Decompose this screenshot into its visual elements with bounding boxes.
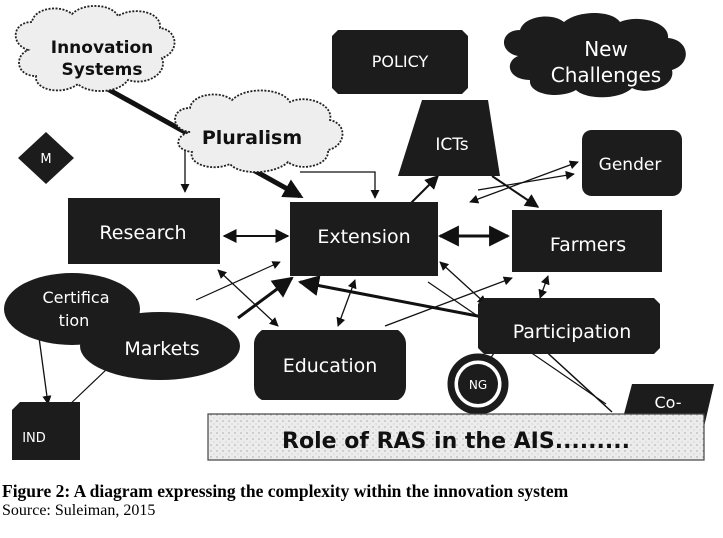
ind-label: IND — [22, 431, 46, 446]
pluralism-cloud: Pluralism — [174, 89, 344, 173]
m-label: M — [40, 152, 51, 167]
figure-title: Figure 2: A diagram expressing the compl… — [2, 481, 569, 501]
policy-label: POLICY — [372, 52, 429, 71]
extension-label: Extension — [317, 226, 410, 248]
arrow-pluralism-to-extension — [300, 171, 380, 199]
m-diamond: M — [18, 132, 74, 184]
innovation-systems-cloud: Innovation Systems — [14, 5, 176, 92]
pluralism-label: Pluralism — [202, 127, 302, 149]
certification-label-2: tion — [59, 311, 90, 330]
ras-banner-label: Role of RAS in the AIS......... — [282, 429, 630, 454]
farmers-box: Farmers — [512, 210, 662, 272]
icts-label: ICTs — [435, 135, 468, 155]
participation-box: Participation — [478, 298, 660, 354]
arrow-participation-extension — [297, 275, 489, 320]
policy-box: POLICY — [332, 30, 468, 94]
arrow-certification-ind — [37, 329, 52, 405]
gender-label: Gender — [599, 155, 662, 175]
education-label: Education — [283, 355, 378, 377]
connectors — [37, 79, 613, 413]
line-markets-ind — [65, 367, 109, 409]
arrow-extension-education — [336, 279, 357, 327]
new-challenges-label-1: New — [584, 37, 628, 61]
arrow-markets-extension-thin — [195, 261, 281, 301]
arrow-extension-participation — [439, 261, 487, 305]
ind-box: IND — [12, 402, 80, 460]
research-label: Research — [99, 222, 186, 244]
figure-source: Source: Suleiman, 2015 — [2, 502, 156, 519]
markets-label: Markets — [124, 338, 199, 360]
coord-label-1: Co- — [654, 393, 681, 412]
ng-circle: NG — [447, 353, 509, 415]
new-challenges-cloud: New Challenges — [503, 13, 686, 98]
arrow-extension-icts — [409, 175, 439, 205]
complexity-diagram: Innovation Systems Pluralism New Challen… — [4, 5, 714, 461]
gender-box: Gender — [582, 130, 682, 196]
participation-label: Participation — [513, 321, 632, 343]
markets-ellipse: Markets — [80, 312, 240, 380]
ras-banner: Role of RAS in the AIS......... — [207, 413, 705, 461]
ng-label: NG — [469, 378, 487, 392]
extension-box: Extension — [290, 202, 438, 276]
arrow-participation-farmers — [538, 275, 550, 299]
innovation-systems-label-2: Systems — [62, 60, 143, 80]
arrow-gender-farmers-2 — [477, 170, 575, 191]
education-box: Education — [254, 330, 406, 400]
line-participation-coord — [539, 345, 613, 413]
innovation-systems-label-1: Innovation — [51, 38, 154, 58]
research-box: Research — [68, 198, 220, 264]
arrow-research-education — [217, 269, 279, 327]
figure-caption: Figure 2: A diagram expressing the compl… — [2, 481, 717, 521]
new-challenges-label-2: Challenges — [551, 63, 661, 87]
farmers-label: Farmers — [550, 234, 626, 256]
arrow-markets-extension — [237, 276, 294, 320]
icts-trapezoid: ICTs — [398, 100, 500, 176]
certification-label-1: Certifica — [43, 288, 110, 307]
